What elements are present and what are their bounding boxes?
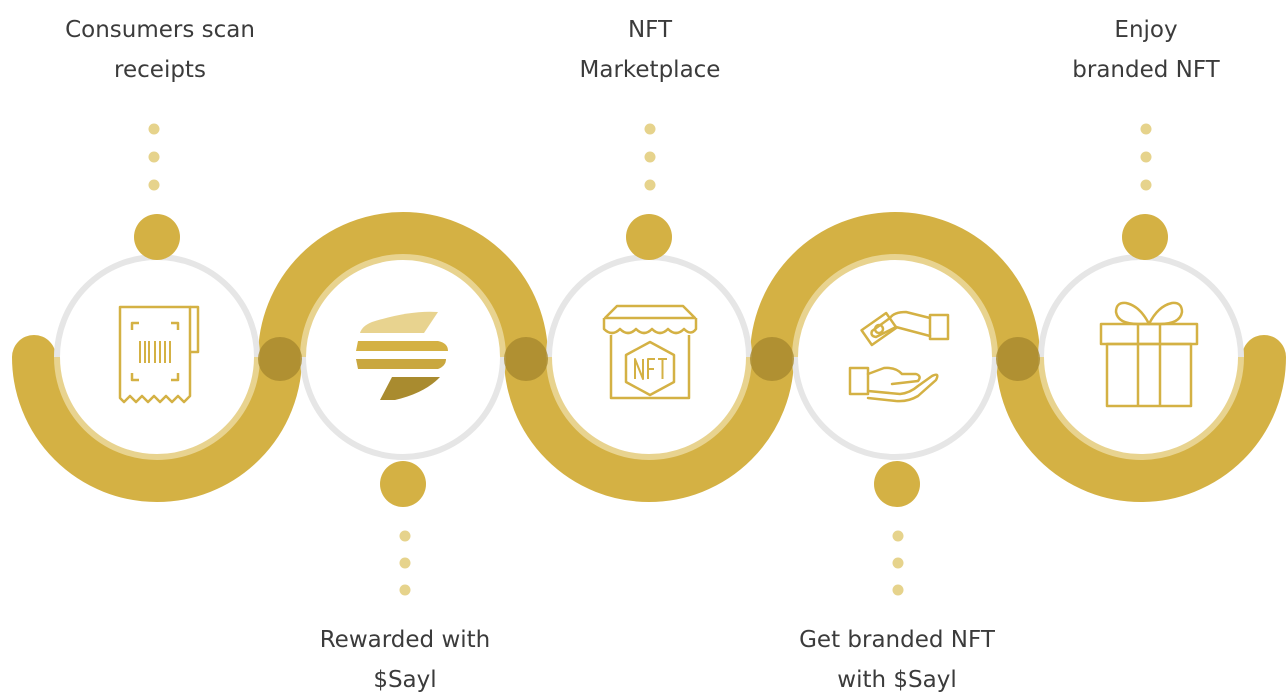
step-5-line1: Enjoy — [1114, 17, 1178, 43]
step-label-4: Get branded NFT with $Sayl — [767, 620, 1027, 700]
leader-dots — [148, 123, 1152, 596]
wave-arc-3 — [504, 335, 794, 502]
step-5-line2: branded NFT — [1072, 57, 1220, 83]
nft-marketplace-icon — [602, 304, 698, 400]
step-3-line1: NFT — [627, 17, 673, 43]
junction-dots — [258, 337, 1040, 381]
wave-arcs — [12, 212, 1286, 502]
wave-arc-4 — [750, 212, 1040, 379]
step-label-1: Consumers scan receipts — [30, 10, 290, 90]
node-bottom-4 — [874, 461, 920, 507]
step-label-5: Enjoy branded NFT — [1016, 10, 1276, 90]
node-top-1 — [134, 214, 180, 260]
wave-arc-2 — [258, 212, 548, 379]
step-label-3: NFT Marketplace — [520, 10, 780, 90]
sayl-logo-icon — [356, 311, 448, 400]
node-bottom-2 — [380, 461, 426, 507]
receipt-barcode-icon — [118, 305, 200, 404]
step-4-line2: with $Sayl — [837, 667, 957, 693]
wave-arcs-inner — [54, 254, 1244, 460]
step-label-2: Rewarded with $Sayl — [275, 620, 535, 700]
hand-exchange-icon — [848, 310, 950, 403]
node-top-3 — [626, 214, 672, 260]
step-1-line1: Consumers scan — [65, 17, 255, 43]
step-1-line2: receipts — [114, 57, 206, 83]
gift-box-icon — [1099, 301, 1199, 408]
wave-arc-1 — [12, 335, 302, 502]
connector-nodes — [134, 214, 1168, 507]
node-top-5 — [1122, 214, 1168, 260]
step-3-line2: Marketplace — [579, 57, 721, 83]
step-4-line1: Get branded NFT — [799, 627, 995, 653]
step-2-line1: Rewarded with — [319, 627, 491, 653]
wave-arc-5 — [996, 335, 1286, 502]
step-2-line2: $Sayl — [373, 667, 437, 693]
